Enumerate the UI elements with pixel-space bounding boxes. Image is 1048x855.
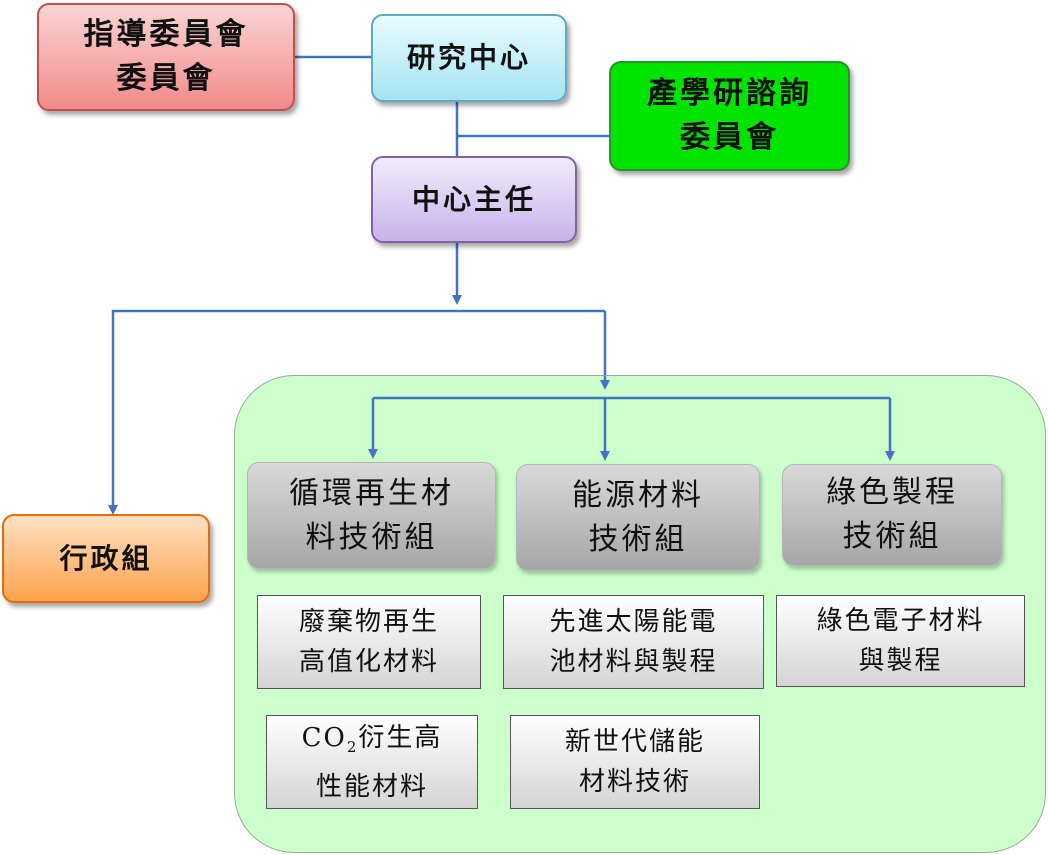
group-circular-recycling: 循環再生材 料技術組: [247, 462, 496, 569]
topic-energy-storage: 新世代儲能 材料技術: [510, 715, 760, 809]
topic-co2-derived-materials: CO2衍生高 性能材料: [266, 715, 478, 809]
co2-subscript: 2: [346, 737, 359, 756]
admin-branch-arrow: [108, 309, 605, 515]
research-center-box: 研究中心: [371, 14, 567, 102]
co2-prefix: CO: [301, 722, 347, 753]
topic-solar-cell-materials: 先進太陽能電 池材料與製程: [503, 595, 764, 689]
admin-group-box: 行政組: [2, 514, 210, 603]
topic-waste-upcycling: 廢棄物再生 高值化材料: [257, 595, 481, 689]
co2-suffix: 衍生高 性能材料: [315, 722, 443, 802]
topic-green-electronics: 綠色電子材料 與製程: [776, 595, 1025, 687]
center-director-box: 中心主任: [371, 156, 577, 243]
industry-committee-box: 產學研諮詢 委員會: [609, 61, 850, 171]
group-energy-materials: 能源材料 技術組: [516, 464, 760, 571]
group-green-process: 綠色製程 技術組: [782, 464, 1002, 566]
guide-committee-box: 指導委員會 委員會: [37, 3, 295, 111]
